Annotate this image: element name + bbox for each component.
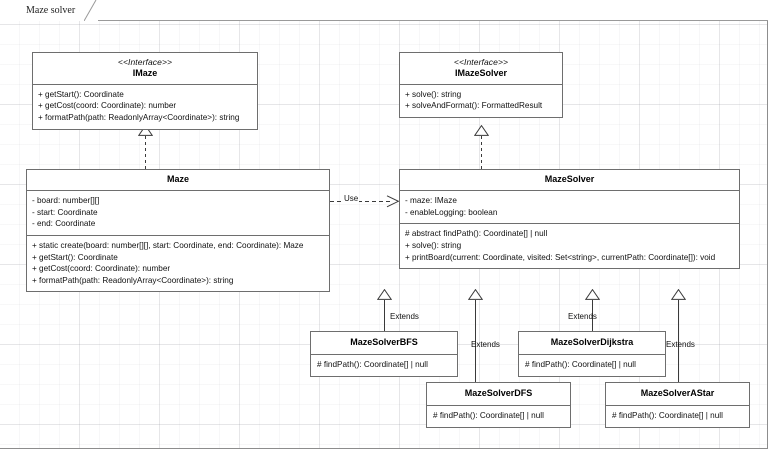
- imazesolver-stereotype: <<Interface>>: [453, 57, 509, 67]
- imaze-name: IMaze: [132, 67, 158, 78]
- imaze-stereotype: <<Interface>>: [117, 57, 173, 67]
- dijkstra-name: MazeSolverDijkstra: [550, 337, 634, 347]
- generalization-line-dfs: [475, 300, 476, 382]
- attribute-row: - end: Coordinate: [32, 219, 96, 229]
- tab-label: Maze solver: [26, 5, 76, 16]
- class-box-mazesolverdijkstra[interactable]: MazeSolverDijkstra # findPath(): Coordin…: [518, 331, 666, 377]
- astar-header: MazeSolverAStar: [606, 383, 749, 405]
- dijkstra-header: MazeSolverDijkstra: [519, 332, 665, 354]
- imazesolver-header: <<Interface>> IMazeSolver: [400, 53, 562, 84]
- method-row: + static create(board: number[][], start…: [32, 241, 304, 251]
- generalization-label-bfs: Extends: [390, 312, 419, 321]
- method-row: + getCost(coord: Coordinate): number: [32, 264, 171, 274]
- tab-strip: Maze solver: [0, 0, 768, 21]
- class-box-mazesolverdfs[interactable]: MazeSolverDFS # findPath(): Coordinate[]…: [426, 382, 571, 428]
- generalization-arrowhead-dijkstra: [585, 289, 600, 300]
- dependency-arrowhead-use: [386, 195, 400, 213]
- dependency-line-use: [330, 201, 392, 202]
- mazesolver-name: MazeSolver: [544, 174, 595, 184]
- generalization-label-astar: Extends: [666, 340, 695, 349]
- method-row: + formatPath(path: ReadonlyArray<Coordin…: [32, 275, 234, 285]
- dependency-label-use: Use: [343, 194, 360, 203]
- attribute-row: - enableLogging: boolean: [405, 207, 498, 217]
- method-row: + solve(): string: [405, 89, 462, 99]
- tab-slant-edge: [84, 0, 98, 21]
- method-row: # findPath(): Coordinate[] | null: [317, 360, 428, 370]
- diagram-canvas[interactable]: <<Interface>> IMaze + getStart(): Coordi…: [0, 21, 768, 449]
- maze-methods: + static create(board: number[][], start…: [27, 235, 329, 291]
- method-row: + getStart(): Coordinate: [38, 89, 124, 99]
- astar-methods: # findPath(): Coordinate[] | null: [606, 405, 749, 427]
- class-box-imaze[interactable]: <<Interface>> IMaze + getStart(): Coordi…: [32, 52, 258, 130]
- generalization-line-dijkstra: [592, 300, 593, 331]
- attribute-row: - start: Coordinate: [32, 207, 98, 217]
- dfs-header: MazeSolverDFS: [427, 383, 570, 405]
- attribute-row: - maze: IMaze: [405, 196, 457, 206]
- method-row: + formatPath(path: ReadonlyArray<Coordin…: [38, 113, 240, 123]
- imazesolver-methods: + solve(): string + solveAndFormat(): Fo…: [400, 83, 562, 117]
- method-row: + solveAndFormat(): FormattedResult: [405, 101, 543, 111]
- class-box-maze[interactable]: Maze - board: number[][] - start: Coordi…: [26, 169, 330, 293]
- generalization-arrowhead-astar: [671, 289, 686, 300]
- class-box-mazesolverastar[interactable]: MazeSolverAStar # findPath(): Coordinate…: [605, 382, 750, 428]
- class-box-imazesolver[interactable]: <<Interface>> IMazeSolver + solve(): str…: [399, 52, 563, 119]
- dijkstra-methods: # findPath(): Coordinate[] | null: [519, 354, 665, 376]
- generalization-label-dfs: Extends: [471, 340, 500, 349]
- tab-maze-solver[interactable]: Maze solver: [0, 0, 98, 21]
- generalization-label-dijkstra: Extends: [568, 312, 597, 321]
- imaze-header: <<Interface>> IMaze: [33, 53, 257, 84]
- generalization-line-astar: [678, 300, 679, 382]
- bfs-name: MazeSolverBFS: [350, 337, 418, 347]
- realization-line-mazesolver-imazesolver: [481, 136, 482, 169]
- realization-arrowhead-imazesolver: [474, 125, 489, 136]
- generalization-line-bfs: [384, 300, 385, 331]
- class-box-mazesolverbfs[interactable]: MazeSolverBFS # findPath(): Coordinate[]…: [310, 331, 458, 377]
- imaze-methods: + getStart(): Coordinate + getCost(coord…: [33, 83, 257, 129]
- method-row: + printBoard(current: Coordinate, visite…: [405, 252, 716, 262]
- maze-attributes: - board: number[][] - start: Coordinate …: [27, 190, 329, 235]
- method-row: + getCost(coord: Coordinate): number: [38, 101, 177, 111]
- bfs-methods: # findPath(): Coordinate[] | null: [311, 354, 457, 376]
- realization-arrowhead-imaze: [138, 125, 153, 136]
- method-row: # findPath(): Coordinate[] | null: [433, 411, 544, 421]
- attribute-row: - board: number[][]: [32, 196, 100, 206]
- method-row: # findPath(): Coordinate[] | null: [525, 360, 636, 370]
- generalization-arrowhead-bfs: [377, 289, 392, 300]
- maze-header: Maze: [27, 170, 329, 190]
- bfs-header: MazeSolverBFS: [311, 332, 457, 354]
- method-row: + solve(): string: [405, 241, 462, 251]
- method-row: # findPath(): Coordinate[] | null: [612, 411, 723, 421]
- mazesolver-methods: # abstract findPath(): Coordinate[] | nu…: [400, 223, 739, 268]
- dfs-methods: # findPath(): Coordinate[] | null: [427, 405, 570, 427]
- generalization-arrowhead-dfs: [468, 289, 483, 300]
- method-row: # abstract findPath(): Coordinate[] | nu…: [405, 229, 548, 239]
- mazesolver-attributes: - maze: IMaze - enableLogging: boolean: [400, 190, 739, 223]
- method-row: + getStart(): Coordinate: [32, 252, 118, 262]
- imazesolver-name: IMazeSolver: [454, 67, 508, 78]
- realization-line-maze-imaze: [145, 136, 146, 169]
- mazesolver-header: MazeSolver: [400, 170, 739, 190]
- astar-name: MazeSolverAStar: [640, 388, 715, 398]
- maze-name: Maze: [166, 174, 189, 184]
- dfs-name: MazeSolverDFS: [464, 388, 533, 398]
- class-box-mazesolver[interactable]: MazeSolver - maze: IMaze - enableLogging…: [399, 169, 740, 270]
